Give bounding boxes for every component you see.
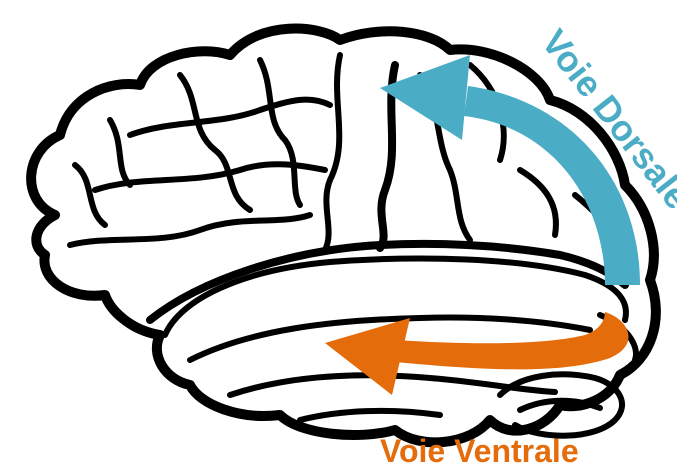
brain-outline bbox=[31, 29, 656, 443]
brain-illustration bbox=[31, 29, 656, 443]
ventral-label: Voie Ventrale bbox=[380, 433, 579, 468]
